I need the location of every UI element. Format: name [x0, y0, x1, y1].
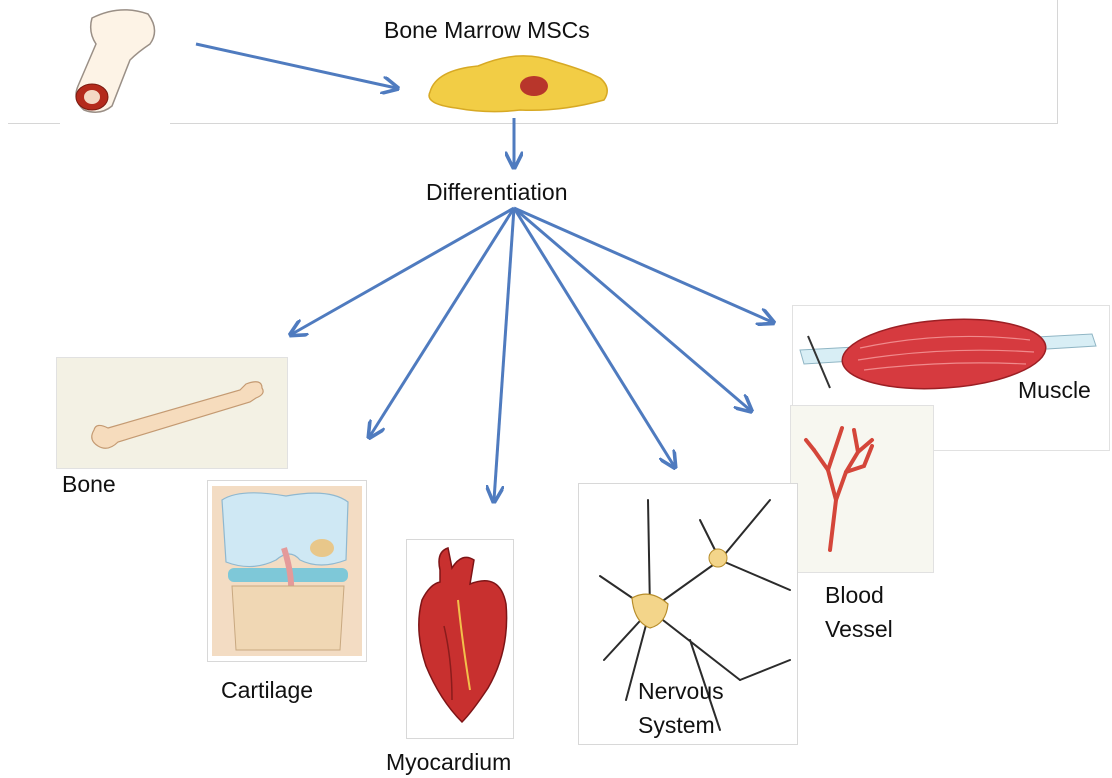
blood-vessel-label: Blood Vessel — [825, 578, 915, 646]
arrow-to-bone — [292, 208, 514, 334]
arrow-to-blood-vessel — [514, 208, 750, 410]
stem-cell-title: Bone Marrow MSCs — [384, 16, 590, 44]
differentiation-label: Differentiation — [426, 178, 568, 206]
bone-label: Bone — [62, 470, 116, 498]
arrow-to-myocardium — [494, 208, 514, 500]
blood-vessel-panel — [790, 405, 934, 573]
bone-panel — [56, 357, 288, 469]
arrow-to-nervous-system — [514, 208, 674, 466]
arrow-to-cartilage — [370, 208, 514, 436]
myocardium-label: Myocardium — [386, 748, 511, 776]
nervous-system-label: Nervous System — [638, 674, 748, 742]
arrow-to-muscle — [514, 208, 772, 322]
cartilage-panel — [207, 480, 367, 662]
myocardium-panel — [406, 539, 514, 739]
muscle-label: Muscle — [1018, 376, 1091, 404]
cartilage-label: Cartilage — [221, 676, 313, 704]
